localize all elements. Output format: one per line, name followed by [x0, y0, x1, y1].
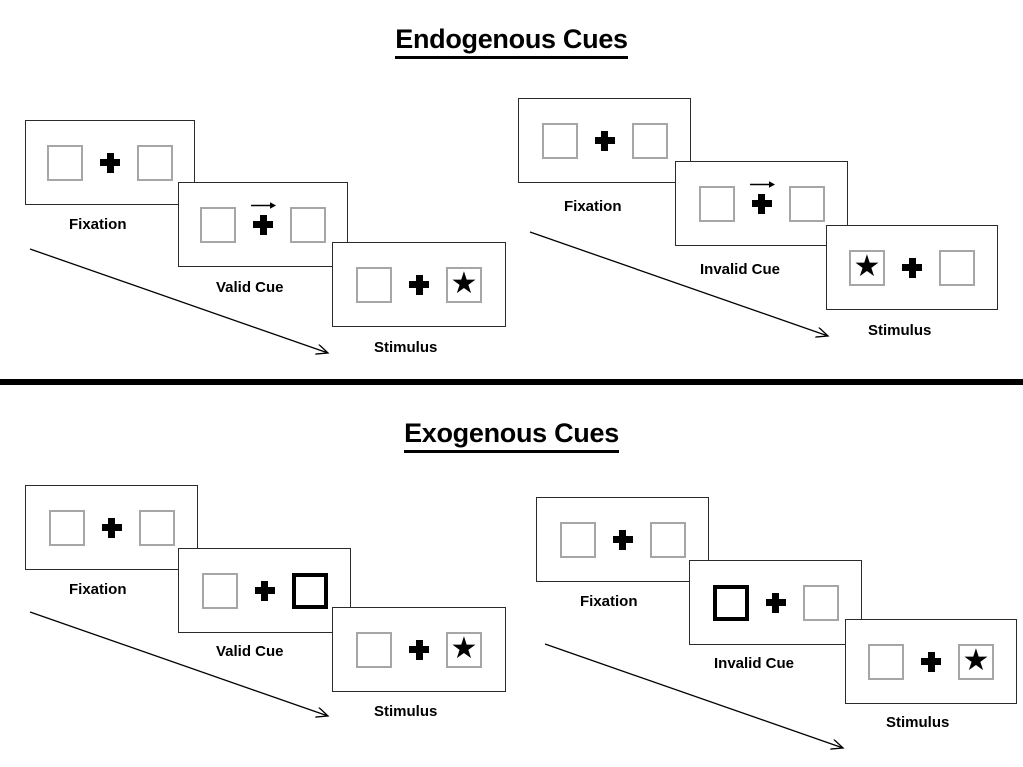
panel-endogenous-invalid-cue: [675, 161, 848, 246]
stage-label-endogenous-valid-stimulus: Stimulus: [374, 339, 438, 356]
section-title-endogenous-text: Endogenous Cues: [395, 24, 628, 59]
left-box: [559, 521, 596, 558]
fixation-cross-wrap: [250, 201, 277, 245]
fixation-cross-wrap: [749, 180, 775, 224]
stage-label-endogenous-valid-cue: Valid Cue: [216, 279, 284, 296]
fixation-cross-icon: [921, 651, 941, 672]
left-box: [48, 509, 85, 546]
section-title-endogenous: Endogenous Cues: [0, 24, 1023, 59]
fixation-cross-wrap: [406, 265, 432, 305]
section-title-exogenous: Exogenous Cues: [0, 418, 1023, 453]
right-box: [137, 144, 173, 181]
stage-label-endogenous-invalid-cue: Invalid Cue: [700, 261, 781, 278]
time-arrow-exogenous-valid: [29, 611, 348, 728]
left-box: [356, 631, 392, 668]
fixation-cross-icon: [253, 214, 273, 235]
right-box: [138, 509, 175, 546]
stage-label-endogenous-valid-fixation: Fixation: [69, 216, 127, 233]
fixation-cross-icon: [751, 193, 772, 214]
star-icon: ★: [450, 266, 478, 300]
fixation-cross-icon: [612, 529, 633, 550]
fixation-cross-wrap: [252, 571, 278, 611]
left-box-cued: [712, 584, 749, 621]
panel-endogenous-valid-stimulus: ★: [332, 242, 506, 327]
panel-exogenous-invalid-cue: [689, 560, 862, 645]
left-box: [356, 266, 392, 303]
fixation-cross-icon: [254, 580, 275, 601]
fixation-cross-icon: [409, 639, 429, 660]
left-box: [47, 144, 83, 181]
arrow-right-icon: [251, 201, 277, 209]
right-box: [802, 584, 839, 621]
right-box: [788, 185, 825, 222]
panel-endogenous-invalid-fixation: [518, 98, 691, 183]
stage-label-exogenous-invalid-fixation: Fixation: [580, 593, 638, 610]
section-title-exogenous-text: Exogenous Cues: [404, 418, 619, 453]
left-box: ★: [849, 249, 885, 286]
right-box: ★: [958, 643, 994, 680]
fixation-cross-wrap: [763, 583, 789, 623]
panel-exogenous-valid-fixation: [25, 485, 198, 570]
fixation-cross-wrap: [610, 520, 636, 560]
left-box: [541, 122, 578, 159]
panel-exogenous-invalid-stimulus: ★: [845, 619, 1017, 704]
left-box: [201, 572, 238, 609]
left-box: [200, 206, 236, 243]
panel-exogenous-valid-stimulus: ★: [332, 607, 506, 692]
right-box: [290, 206, 326, 243]
fixation-cross-wrap: [406, 630, 432, 670]
fixation-cross-icon: [101, 517, 122, 538]
fixation-cross-icon: [765, 592, 786, 613]
fixation-cross-icon: [594, 130, 615, 151]
left-box: [698, 185, 735, 222]
fixation-cross-wrap: [899, 248, 925, 288]
right-box: ★: [446, 631, 482, 668]
panel-endogenous-valid-cue: [178, 182, 348, 267]
fixation-cross-icon: [100, 152, 120, 173]
panel-endogenous-valid-fixation: [25, 120, 195, 205]
fixation-cross-wrap: [99, 508, 125, 548]
stage-label-exogenous-invalid-cue: Invalid Cue: [714, 655, 795, 672]
arrow-right-icon: [749, 180, 775, 188]
star-icon: ★: [962, 643, 990, 677]
stage-label-endogenous-invalid-fixation: Fixation: [564, 198, 622, 215]
stage-label-exogenous-invalid-stimulus: Stimulus: [886, 714, 950, 731]
fixation-cross-icon: [902, 257, 922, 278]
time-arrow-endogenous-valid: [29, 248, 348, 365]
panel-exogenous-invalid-fixation: [536, 497, 709, 582]
time-arrow-exogenous-invalid: [544, 643, 863, 760]
right-box: ★: [446, 266, 482, 303]
fixation-cross-wrap: [918, 642, 944, 682]
section-divider: [0, 379, 1023, 385]
fixation-cross-icon: [409, 274, 429, 295]
left-box: [868, 643, 904, 680]
panel-endogenous-invalid-stimulus: ★: [826, 225, 998, 310]
stage-label-exogenous-valid-stimulus: Stimulus: [374, 703, 438, 720]
right-box-cued: [291, 572, 328, 609]
stage-label-exogenous-valid-fixation: Fixation: [69, 581, 127, 598]
fixation-cross-wrap: [592, 121, 618, 161]
star-icon: ★: [450, 631, 478, 665]
right-box: [631, 122, 668, 159]
right-box: [649, 521, 686, 558]
right-box: [939, 249, 975, 286]
time-arrow-endogenous-invalid: [529, 231, 848, 348]
fixation-cross-wrap: [97, 143, 123, 183]
star-icon: ★: [853, 249, 881, 283]
stage-label-endogenous-invalid-stimulus: Stimulus: [868, 322, 932, 339]
stage-label-exogenous-valid-cue: Valid Cue: [216, 643, 284, 660]
panel-exogenous-valid-cue: [178, 548, 351, 633]
